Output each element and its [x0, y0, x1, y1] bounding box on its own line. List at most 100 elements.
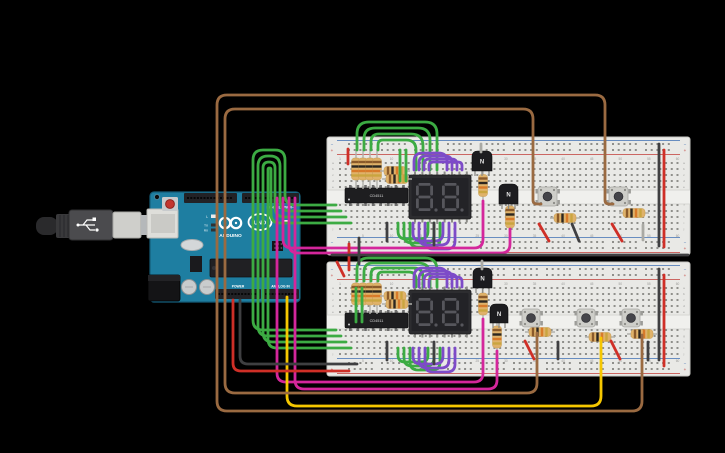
wire-arc2-4[interactable] [376, 270, 418, 289]
npn-transistor-3[interactable]: N [472, 267, 493, 293]
wire-bcd-4[interactable] [266, 166, 353, 350]
label-text: 35 [533, 157, 537, 161]
wire-red-stub4[interactable] [609, 339, 622, 361]
label-text: RX [204, 229, 208, 233]
wire-seg2-g[interactable] [423, 346, 457, 374]
label-text: c [683, 298, 685, 302]
label-text: 60 [676, 157, 680, 161]
resistor-bank1-4[interactable] [372, 149, 382, 189]
label-text: 35 [533, 234, 537, 238]
wire-arc1-3[interactable] [369, 132, 425, 172]
resistor-seg-2b[interactable] [382, 299, 412, 309]
label-text: 55 [647, 234, 651, 238]
label-text: 45 [590, 282, 594, 286]
wire-seg2-f[interactable] [417, 346, 451, 370]
pin-header[interactable] [262, 289, 299, 299]
npn-transistor-2[interactable]: N [498, 183, 519, 209]
label-text: 55 [647, 282, 651, 286]
pushbutton-1[interactable] [535, 186, 560, 207]
label-text: − [684, 267, 687, 272]
pushbutton-3[interactable] [519, 308, 543, 328]
label-text: e [332, 310, 334, 314]
resistor-button-1a[interactable] [550, 213, 580, 223]
label-text: + [331, 367, 334, 372]
resistor-button-1b[interactable] [619, 208, 649, 218]
wire-bcd-1[interactable] [251, 148, 338, 332]
wire-yellow-button[interactable] [285, 295, 603, 408]
label-text: a [332, 286, 334, 290]
resistor-transistor-1a[interactable] [478, 170, 488, 201]
npn-transistor-1[interactable]: N [471, 150, 493, 176]
label-text: 55 [647, 359, 651, 363]
seven-segment-display-2[interactable] [408, 286, 472, 338]
usb-cable[interactable] [36, 209, 153, 241]
wire-red-stub2[interactable] [610, 222, 624, 243]
resistor-transistor-2a[interactable] [478, 289, 488, 319]
wire-digit-4[interactable] [293, 196, 499, 391]
resistor-transistor-1b[interactable] [505, 205, 515, 229]
wire-black-stub1[interactable] [570, 222, 581, 243]
wire-arc1-1[interactable] [355, 120, 439, 172]
label-text: TX [204, 224, 208, 228]
wire-arc1-4[interactable] [376, 138, 418, 172]
wire-digit-2[interactable] [287, 196, 512, 255]
label-text: 40 [561, 234, 565, 238]
label-text: a [683, 286, 685, 290]
label-text: N [480, 160, 484, 166]
wire-bcd-2[interactable] [256, 154, 343, 338]
resistor-button-2b[interactable] [585, 332, 615, 342]
label-text: 10 [390, 234, 394, 238]
wire-arc1-2[interactable] [362, 126, 432, 172]
npn-transistor-4[interactable]: N [489, 303, 509, 328]
label-text: g [683, 334, 685, 338]
wire-brown-inner[interactable] [223, 107, 543, 395]
label-text: 60 [676, 234, 680, 238]
wire-brown-outer[interactable] [215, 93, 644, 413]
label-text: i [684, 221, 685, 225]
label-text: e [332, 185, 334, 189]
label-text: d [332, 304, 334, 308]
label-text: j [332, 352, 334, 356]
label-text: c [332, 298, 334, 302]
label-text: 30 [504, 157, 508, 161]
resistor-button-2a[interactable] [525, 327, 555, 337]
resistor-seg-2a[interactable] [380, 291, 410, 301]
pushbutton-4[interactable] [574, 308, 598, 328]
label-text: ANALOG IN [271, 285, 290, 289]
label-text: 45 [590, 359, 594, 363]
label-text: + [331, 273, 334, 278]
label-text: f [684, 328, 685, 332]
led-l [211, 214, 217, 218]
label-text: e [683, 185, 685, 189]
wire-digit-3[interactable] [275, 196, 485, 384]
wire-seg1-d[interactable] [427, 160, 464, 172]
wire-gnd[interactable] [238, 298, 359, 366]
wire-5v[interactable] [231, 298, 351, 373]
led-rx [211, 228, 216, 232]
pushbutton-2[interactable] [606, 186, 631, 207]
pushbutton-5[interactable] [619, 308, 643, 328]
wire-digit-1[interactable] [281, 196, 485, 250]
label-text: d [683, 179, 685, 183]
label-text: + [684, 148, 687, 153]
resistor-transistor-2b[interactable] [492, 323, 502, 351]
label-text: b [332, 167, 334, 171]
wire-red-stub3[interactable] [523, 339, 536, 361]
label-text: 1 [339, 157, 341, 161]
resistor-seg-1b[interactable] [382, 174, 412, 184]
wire-red-stub5[interactable] [335, 260, 346, 278]
wire-seg2-d[interactable] [427, 275, 464, 289]
wire-seg1-e[interactable] [411, 221, 445, 243]
wire-arc2-1[interactable] [355, 256, 439, 289]
label-text: 30 [504, 359, 508, 363]
wire-gu2-1[interactable] [396, 346, 430, 364]
wire-gu2-3[interactable] [408, 346, 442, 372]
label-text: j [332, 227, 334, 231]
label-text: h [683, 215, 685, 219]
wire-gu1-1[interactable] [396, 221, 430, 241]
seven-segment-display-1[interactable] [408, 171, 472, 223]
label-text: a [683, 161, 685, 165]
wire-seg2-e[interactable] [411, 346, 445, 366]
wire-red-stub1[interactable] [537, 222, 551, 243]
label-text: − [331, 142, 334, 147]
